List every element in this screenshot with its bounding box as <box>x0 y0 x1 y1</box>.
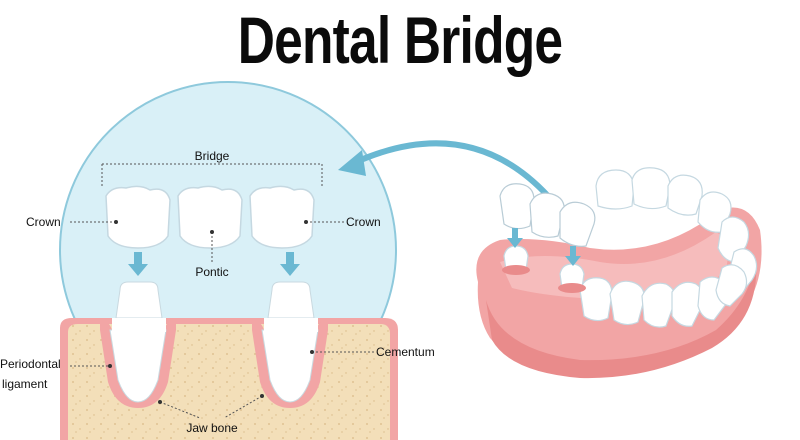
label-periodontal-1: Periodontal <box>0 357 61 371</box>
crown-right-shape <box>249 185 315 249</box>
curved-arrow <box>338 140 551 199</box>
bridge-crowns <box>105 185 315 249</box>
abutment-tooth-left <box>100 281 176 408</box>
crown-left-shape <box>105 185 171 249</box>
label-pontic: Pontic <box>195 265 228 279</box>
label-periodontal-2: ligament <box>2 377 48 391</box>
label-cementum: Cementum <box>376 345 435 359</box>
leader-lines <box>70 221 374 419</box>
bridge-bracket <box>101 163 323 186</box>
pontic-shape <box>177 185 243 249</box>
label-bridge: Bridge <box>195 149 230 163</box>
leader-dots <box>108 220 314 404</box>
page-title: Dental Bridge <box>237 3 563 77</box>
label-crown-left: Crown <box>26 215 61 229</box>
jaw-model <box>476 167 762 379</box>
label-crown-right: Crown <box>346 215 381 229</box>
label-jaw-bone: Jaw bone <box>186 421 238 435</box>
abutment-tooth-right <box>252 281 328 408</box>
placement-arrows <box>128 252 300 276</box>
